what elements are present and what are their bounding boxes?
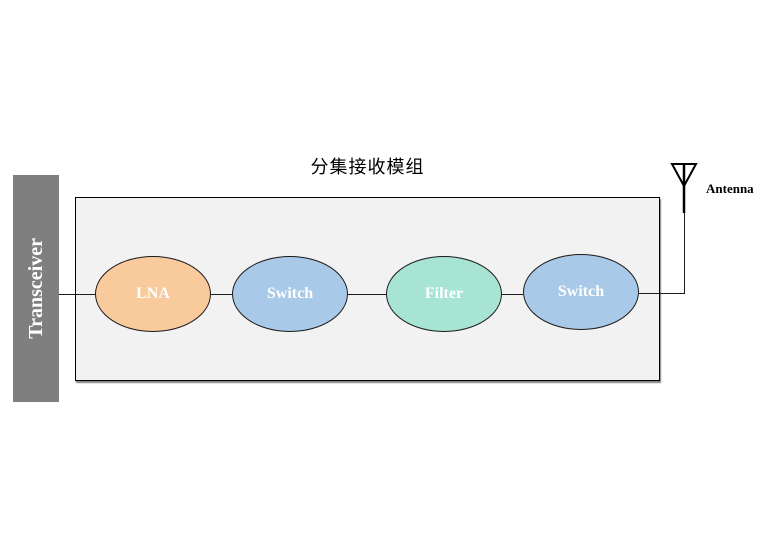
wire-switch1-to-filter bbox=[348, 294, 386, 295]
wire-switch2-to-antenna bbox=[639, 293, 685, 294]
node-filter: Filter bbox=[386, 256, 502, 332]
node-switch-2: Switch bbox=[523, 254, 639, 330]
antenna-icon bbox=[670, 163, 698, 213]
transceiver-block: Transceiver bbox=[13, 175, 59, 402]
node-switch-2-label: Switch bbox=[557, 283, 605, 300]
transceiver-label: Transceiver bbox=[24, 238, 47, 339]
antenna-label: Antenna bbox=[706, 181, 754, 196]
node-lna-label: LNA bbox=[136, 285, 170, 302]
diagram-title: 分集接收模组 bbox=[310, 157, 425, 177]
node-switch-1-label: Switch bbox=[266, 285, 314, 302]
node-switch-1: Switch bbox=[232, 256, 348, 332]
node-lna: LNA bbox=[95, 256, 211, 332]
wire-antenna-vertical bbox=[684, 212, 685, 294]
wire-transceiver-to-lna bbox=[59, 294, 95, 295]
wire-lna-to-switch1 bbox=[211, 294, 232, 295]
wire-filter-to-switch2 bbox=[502, 294, 523, 295]
node-filter-label: Filter bbox=[424, 285, 464, 302]
